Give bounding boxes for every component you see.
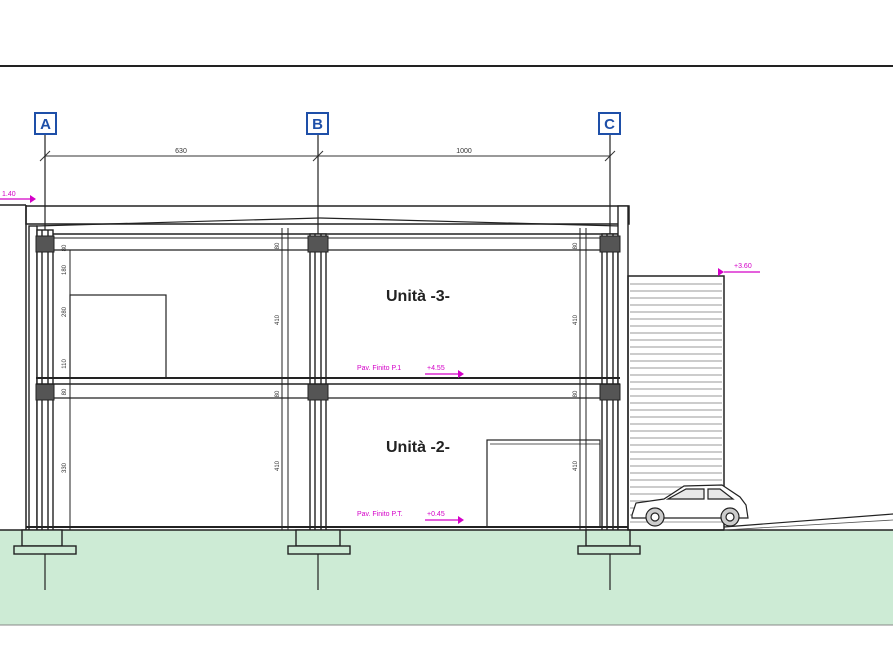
car-icon xyxy=(631,484,749,527)
level-first-floor-value: +4.55 xyxy=(427,365,445,372)
svg-text:80: 80 xyxy=(62,244,68,251)
span-bc-label: 1000 xyxy=(456,148,472,155)
right-annex xyxy=(627,275,725,531)
level-marker-ground-floor: Pav. Finito P.T. +0.45 xyxy=(357,511,464,524)
level-ground-floor-label: Pav. Finito P.T. xyxy=(357,511,403,518)
svg-text:80: 80 xyxy=(275,390,281,397)
grid-axis-a-label: A xyxy=(40,116,51,133)
driveway-line-2 xyxy=(723,519,893,531)
svg-text:+3.60: +3.60 xyxy=(734,263,752,270)
svg-text:410: 410 xyxy=(573,314,579,325)
svg-text:80: 80 xyxy=(62,388,68,395)
svg-text:80: 80 xyxy=(275,242,281,249)
upper-left-element xyxy=(69,294,167,379)
column-b xyxy=(309,233,327,531)
svg-text:1.40: 1.40 xyxy=(2,191,16,198)
lower-right-element xyxy=(486,439,601,528)
level-ground-floor-value: +0.45 xyxy=(427,511,445,518)
roof-slab xyxy=(25,205,630,239)
vertical-dimensions-a: 80 180 280 110 80 330 xyxy=(62,244,68,473)
column-c xyxy=(601,205,629,531)
unit-lower-label: Unità -2- xyxy=(386,439,450,456)
vertical-dimensions-c: 80 410 80 410 xyxy=(573,242,579,471)
level-marker-left-top: 1.40 xyxy=(0,191,36,203)
column-a xyxy=(28,225,54,531)
svg-text:80: 80 xyxy=(573,242,579,249)
level-first-floor-label: Pav. Finito P.1 xyxy=(357,365,401,372)
span-ab-label: 630 xyxy=(175,148,187,155)
svg-text:110: 110 xyxy=(62,359,68,369)
ground-fill xyxy=(0,530,893,625)
svg-text:410: 410 xyxy=(573,460,579,471)
level-marker-right-annex: +3.60 xyxy=(718,263,760,276)
svg-text:280: 280 xyxy=(62,306,68,317)
svg-text:180: 180 xyxy=(62,264,68,275)
svg-text:410: 410 xyxy=(275,314,281,325)
grid-axis-b-label: B xyxy=(312,116,323,133)
svg-text:330: 330 xyxy=(62,462,68,473)
foundation-footings xyxy=(13,529,641,555)
left-neighbour-wall xyxy=(0,204,27,530)
beam-heads xyxy=(35,235,621,401)
level-marker-first-floor: Pav. Finito P.1 +4.55 xyxy=(357,365,464,378)
driveway-line xyxy=(723,513,893,528)
vertical-dimensions-b: 80 410 80 410 xyxy=(275,242,281,471)
dimension-line xyxy=(39,150,616,162)
svg-text:80: 80 xyxy=(573,390,579,397)
svg-text:410: 410 xyxy=(275,460,281,471)
grid-axis-c-label: C xyxy=(604,116,615,133)
unit-upper-label: Unità -3- xyxy=(386,288,450,305)
